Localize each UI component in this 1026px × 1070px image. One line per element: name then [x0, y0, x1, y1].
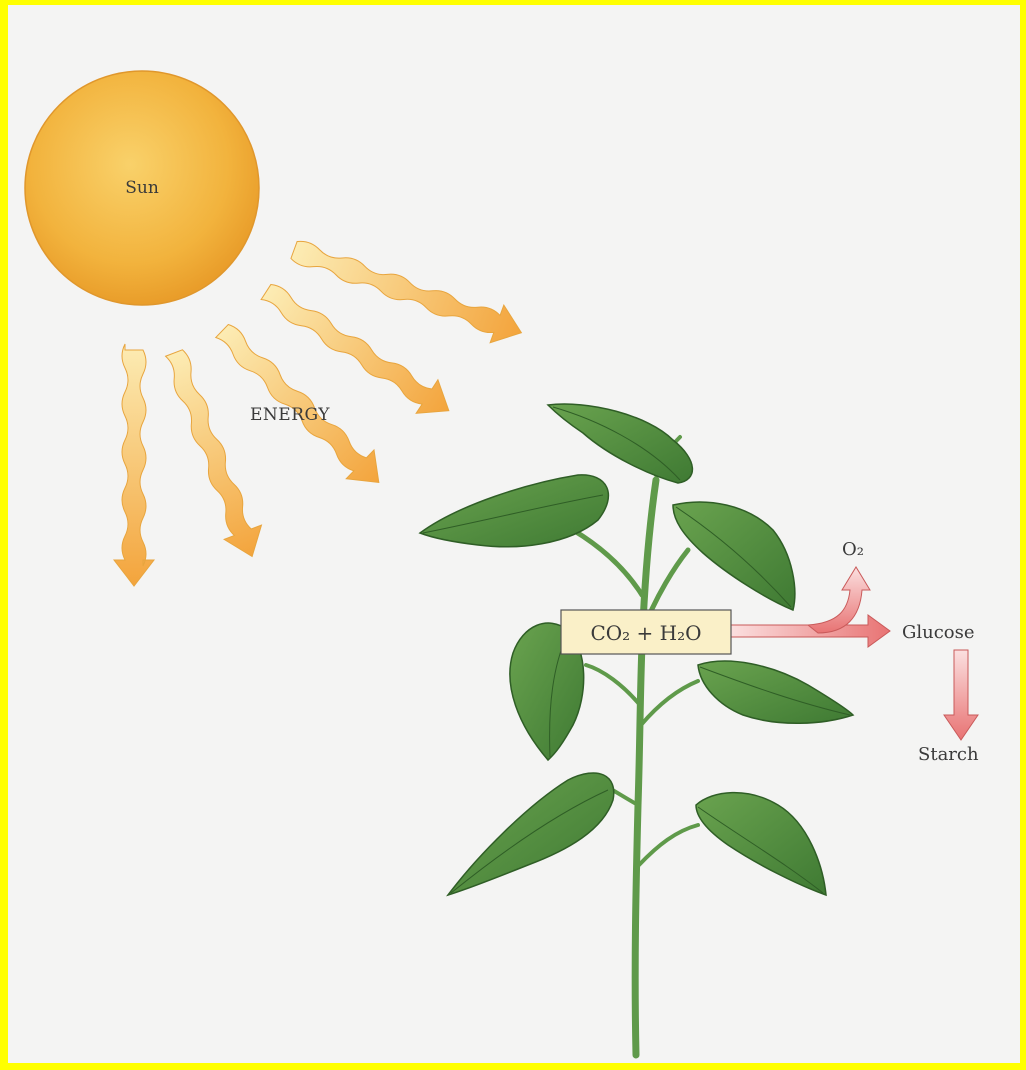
oxygen-label: O₂: [842, 539, 864, 560]
reactants-label: CO₂ + H₂O: [590, 621, 701, 645]
wavy-arrow-icon: [114, 344, 154, 586]
starch-arrow: [944, 650, 978, 740]
plant-icon: [420, 404, 853, 1055]
diagram-frame: Sun ENERGY: [8, 5, 1020, 1063]
sun-label: Sun: [125, 178, 159, 198]
photosynthesis-diagram: Sun ENERGY: [8, 5, 1020, 1063]
starch-label: Starch: [918, 744, 979, 765]
wavy-arrow-icon: [155, 346, 270, 564]
oxygen-arrow: [808, 567, 870, 633]
energy-label: ENERGY: [250, 405, 330, 425]
sun: Sun: [25, 71, 259, 305]
plant-stem: [573, 437, 698, 1055]
glucose-arrow: [730, 615, 890, 647]
glucose-label: Glucose: [902, 622, 975, 643]
reactants-box: CO₂ + H₂O: [561, 610, 731, 654]
